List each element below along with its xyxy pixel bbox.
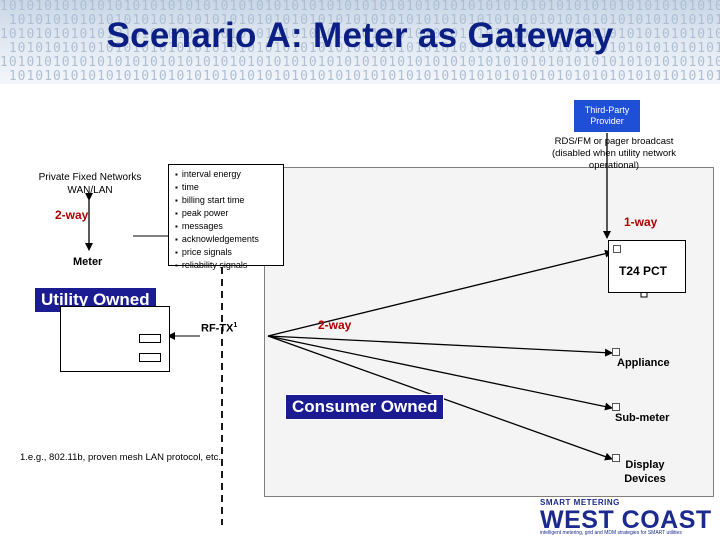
meter-label: Meter	[73, 256, 103, 268]
rftx-footnote-mark: 1	[233, 322, 238, 329]
third-party-provider-box: Third-Party Provider	[574, 100, 640, 132]
two-way-label-mid: 2-way	[318, 318, 352, 332]
consumer-home-area	[264, 167, 714, 497]
device-indicator-icon	[613, 245, 621, 253]
link-submeter	[267, 335, 613, 411]
appliance-label: Appliance	[617, 357, 670, 369]
broadcast-note: RDS/FM or pager broadcast (disabled when…	[551, 136, 677, 171]
logo-wordmark: WEST COAST	[540, 506, 712, 534]
meter-port-icon	[139, 353, 161, 362]
t24-pct-label: T24 PCT	[619, 264, 668, 278]
list-item: acknowledgements	[175, 233, 281, 246]
rftx-text: RF-TX	[201, 322, 234, 335]
list-item: interval energy	[175, 168, 281, 181]
page-title: Scenario A: Meter as Gateway	[106, 16, 614, 55]
link-appliance	[267, 335, 613, 357]
meter-data-list: interval energy time billing start time …	[168, 164, 284, 270]
binary-background-pattern: 1010101010101010101010101010101010101010…	[0, 0, 720, 84]
list-item: reliability signals	[175, 259, 281, 272]
submeter-label: Sub-meter	[615, 412, 670, 424]
display-devices-label: Display Devices	[624, 459, 666, 485]
meter-port-icon	[139, 334, 161, 343]
title-band: 1010101010101010101010101010101010101010…	[0, 0, 720, 84]
meter-device	[60, 306, 170, 372]
display-indicator-icon	[612, 454, 620, 462]
private-networks-label: Private Fixed Networks WAN/LAN	[38, 172, 142, 196]
appliance-indicator-icon	[612, 348, 620, 356]
list-item: peak power	[175, 207, 281, 220]
logo-tagline: intelligent metering, grid and MDM strat…	[540, 530, 682, 536]
t24-pct-device: T24 PCT	[608, 240, 686, 293]
rftx-label: RF-TX1	[201, 322, 237, 335]
submeter-indicator-icon	[612, 403, 620, 411]
one-way-label: 1-way	[624, 215, 658, 229]
list-item: time	[175, 181, 281, 194]
list-item: messages	[175, 220, 281, 233]
list-item: billing start time	[175, 194, 281, 207]
consumer-owned-banner: Consumer Owned	[285, 394, 445, 420]
footnote: 1.e.g., 802.11b, proven mesh LAN protoco…	[20, 452, 222, 463]
list-item: price signals	[175, 246, 281, 259]
two-way-label-left: 2-way	[55, 208, 89, 222]
logo-subtitle: SMART METERING	[540, 498, 620, 507]
link-t24	[267, 249, 613, 337]
